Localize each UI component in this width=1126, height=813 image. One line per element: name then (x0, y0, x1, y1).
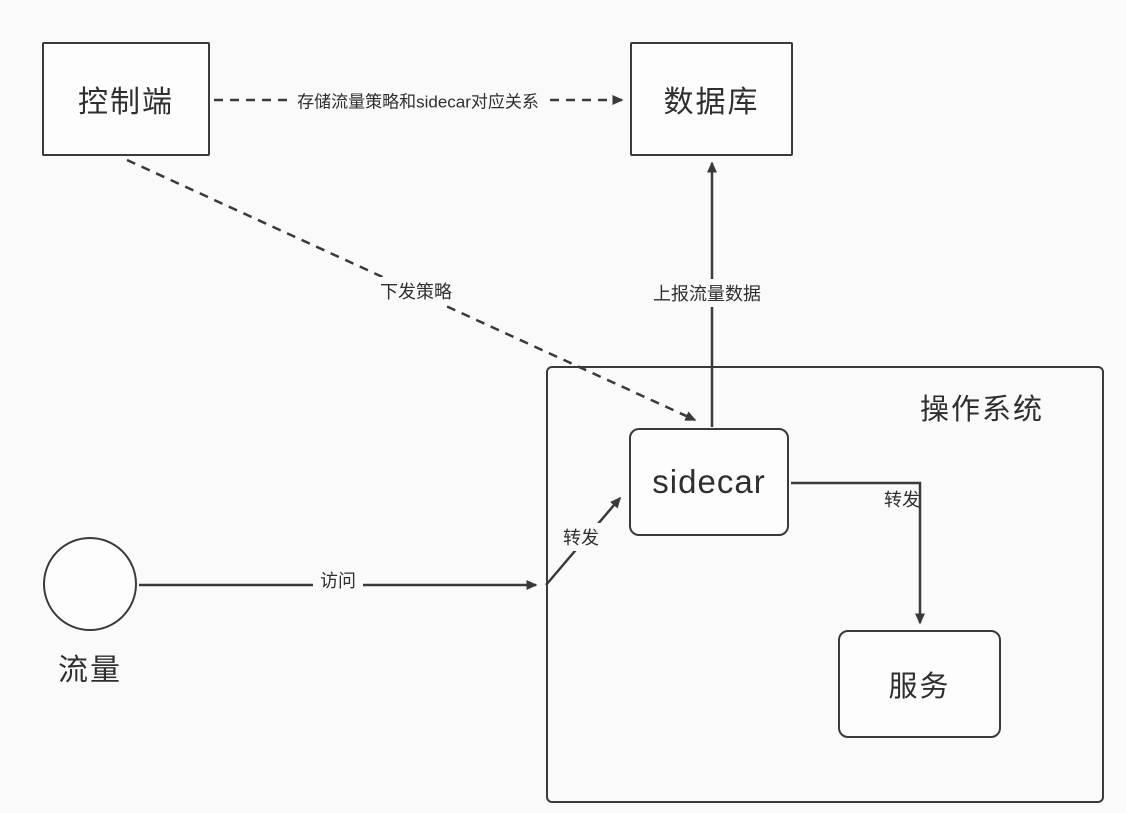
node-traffic-circle (43, 537, 137, 631)
edge-label-forward-out: 转发 (884, 490, 920, 510)
node-service-label: 服务 (888, 671, 951, 703)
edge-label-report-data: 上报流量数据 (646, 279, 768, 307)
node-control-label: 控制端 (78, 86, 174, 119)
node-os-label: 操作系统 (919, 394, 1044, 426)
edge-label-forward-in: 转发 (556, 523, 606, 551)
node-control: 控制端 (42, 42, 210, 156)
edge-label-store-policy: 存储流量策略和sidecar对应关系 (292, 86, 544, 114)
edge-forward-out (791, 481, 925, 625)
edge-label-access: 访问 (313, 566, 363, 594)
node-traffic-label: 流量 (58, 654, 122, 687)
edge-label-issue-policy: 下发策略 (373, 277, 459, 305)
node-operating-system: 操作系统 (546, 366, 1104, 803)
node-sidecar-label: sidecar (652, 463, 766, 500)
node-database-label: 数据库 (663, 86, 760, 119)
node-service: 服务 (838, 630, 1001, 738)
node-sidecar: sidecar (629, 428, 789, 536)
node-database: 数据库 (630, 42, 793, 156)
